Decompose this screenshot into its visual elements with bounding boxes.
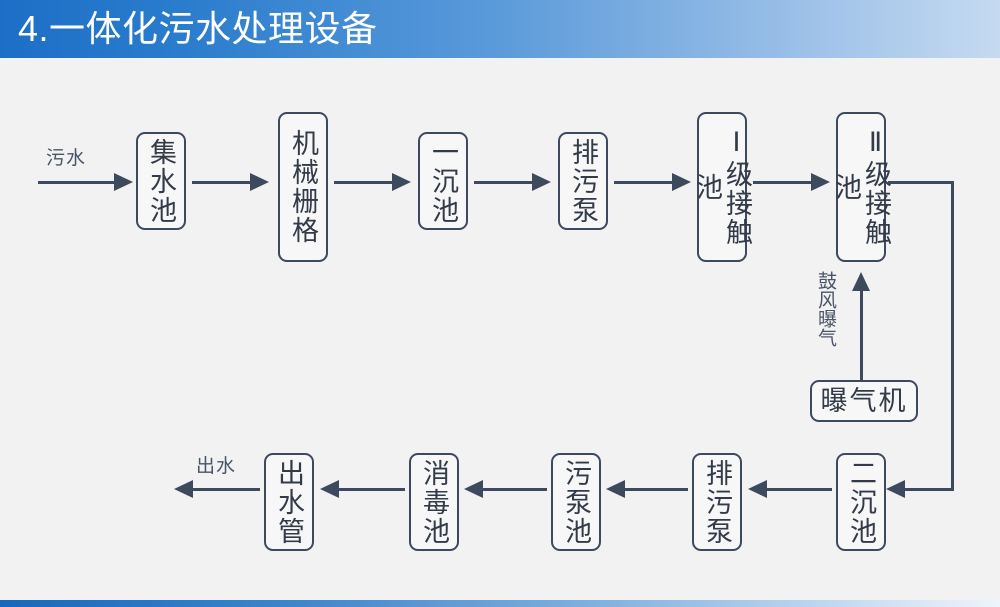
connector-6-line	[766, 488, 832, 491]
node-label: 排污泵	[702, 458, 732, 546]
node-label: 消毒池	[419, 458, 449, 546]
connector-wrap-top	[888, 181, 954, 184]
arrowhead-5	[811, 173, 830, 191]
arrowhead-9	[320, 480, 339, 498]
node-paiwubeng-top[interactable]: 排污泵	[558, 132, 608, 230]
arrowhead-4	[672, 173, 691, 191]
arrowhead-1	[250, 173, 269, 191]
connector-7-line	[624, 488, 688, 491]
node-yichenchi[interactable]: 一沉池	[418, 132, 468, 230]
node-xiaoduchi[interactable]: 消毒池	[409, 453, 459, 551]
node-label: Ⅱ级接触池	[831, 127, 891, 247]
node-chushuiguan[interactable]: 出水管	[264, 453, 314, 551]
arrowhead-6	[748, 480, 767, 498]
arrowhead-inlet	[114, 173, 133, 191]
node-jishuichi[interactable]: 集水池	[136, 132, 186, 230]
connector-5-line	[753, 181, 815, 184]
connector-outlet-line	[192, 488, 260, 491]
connector-3-line	[474, 181, 536, 184]
connector-aeration-line	[860, 290, 863, 380]
bottom-accent-bar	[0, 600, 1000, 607]
node-label: 集水池	[146, 137, 176, 225]
node-label: 一沉池	[428, 137, 458, 225]
connector-8-line	[482, 488, 547, 491]
arrowhead-wrap	[886, 480, 905, 498]
arrowhead-8	[464, 480, 483, 498]
page-title: 4.一体化污水处理设备	[18, 8, 378, 49]
node-paiwubeng-bottom[interactable]: 排污泵	[692, 453, 742, 551]
node-jixieshange[interactable]: 机械栅格	[278, 112, 328, 262]
node-jiechuchi-1[interactable]: Ⅰ级接触池	[692, 112, 752, 262]
node-wubengchi[interactable]: 污泵池	[551, 453, 601, 551]
connector-1-line	[192, 181, 254, 184]
node-jiechuchi-2[interactable]: Ⅱ级接触池	[831, 112, 891, 262]
connector-wrap-bottom	[905, 488, 954, 491]
connector-2-line	[334, 181, 396, 184]
node-label: Ⅰ级接触池	[692, 127, 752, 247]
arrowhead-3	[532, 173, 551, 191]
node-erchenchi[interactable]: 二沉池	[836, 453, 886, 551]
connector-4-line	[614, 181, 676, 184]
node-label: 机械栅格	[288, 129, 318, 245]
edge-label-inlet: 污水	[46, 148, 87, 169]
connector-inlet-line	[38, 181, 120, 184]
flowchart-canvas: 污水 集水池 机械栅格 一沉池 排污泵 Ⅰ级接触池	[0, 58, 1000, 600]
edge-label-outlet: 出水	[196, 456, 237, 477]
arrowhead-2	[392, 173, 411, 191]
node-label: 二沉池	[846, 458, 876, 546]
node-label: 曝气机	[820, 386, 908, 416]
connector-wrap-side	[951, 181, 954, 491]
node-baoqiji[interactable]: 曝气机	[810, 380, 918, 422]
connector-9-line	[338, 488, 405, 491]
arrowhead-7	[606, 480, 625, 498]
arrowhead-outlet	[174, 480, 193, 498]
edge-label-aeration: 鼓风曝气	[815, 271, 836, 347]
node-label: 排污泵	[568, 137, 598, 225]
node-label: 出水管	[274, 458, 304, 546]
arrowhead-aeration	[852, 272, 870, 291]
node-label: 污泵池	[561, 458, 591, 546]
title-bar: 4.一体化污水处理设备	[0, 0, 1000, 58]
